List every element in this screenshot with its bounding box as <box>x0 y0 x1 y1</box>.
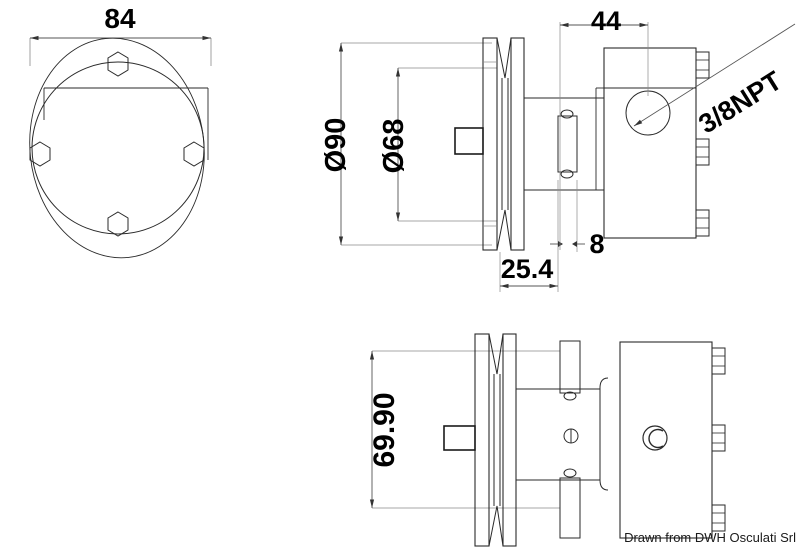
coil-marking <box>642 425 668 451</box>
front-circular-view <box>29 35 212 259</box>
dimension-label-dia68: Ø68 <box>378 119 410 174</box>
bolt-boss-upper <box>559 340 581 401</box>
dimension-8 <box>550 180 585 252</box>
mounting-tab-middle <box>695 138 710 166</box>
side-elevation-view <box>369 333 726 547</box>
hex-bolt-head-right <box>183 141 205 167</box>
hex-bolt-head-left <box>29 141 51 167</box>
dimension-label-44: 44 <box>591 6 621 36</box>
dimension-25-4 <box>499 252 559 292</box>
dimension-label-69-90: 69.90 <box>368 392 401 467</box>
mounting-tab-bottom-elevation <box>711 504 726 532</box>
dimension-label-8: 8 <box>589 229 604 259</box>
mounting-tab-middle-elevation <box>711 424 726 452</box>
npt-leader-line <box>633 23 796 127</box>
shaft-stub <box>454 127 484 155</box>
dimension-84 <box>29 35 212 66</box>
mounting-tab-bottom <box>695 209 710 237</box>
mounting-tab-top-elevation <box>711 347 726 375</box>
keyway-slot <box>557 109 578 179</box>
shaft-stub-elevation <box>443 425 476 451</box>
hub-neck-elevation <box>516 388 600 481</box>
dimension-label-84: 84 <box>104 3 136 34</box>
bolt-boss-lower <box>559 468 581 539</box>
hub-neck <box>524 97 604 191</box>
pulley-sheave-elevation <box>474 333 517 547</box>
transition-flange <box>599 377 609 491</box>
dimension-44 <box>559 22 649 250</box>
hex-bolt-head-top <box>107 51 129 77</box>
center-port-elevation <box>563 428 579 444</box>
hex-bolt-head-bottom <box>107 211 129 237</box>
dimension-label-dia90: Ø90 <box>320 118 352 173</box>
credit-text: Drawn from DWH Osculati Srl <box>624 530 796 545</box>
mounting-bracket-outline <box>43 87 209 160</box>
side-section-view <box>338 22 796 292</box>
dimension-69-90 <box>369 350 560 509</box>
mounting-tab-top <box>695 51 710 79</box>
dimension-dia90 <box>338 42 492 246</box>
dimension-dia68 <box>395 67 497 222</box>
dimension-label-25-4: 25.4 <box>501 254 554 284</box>
